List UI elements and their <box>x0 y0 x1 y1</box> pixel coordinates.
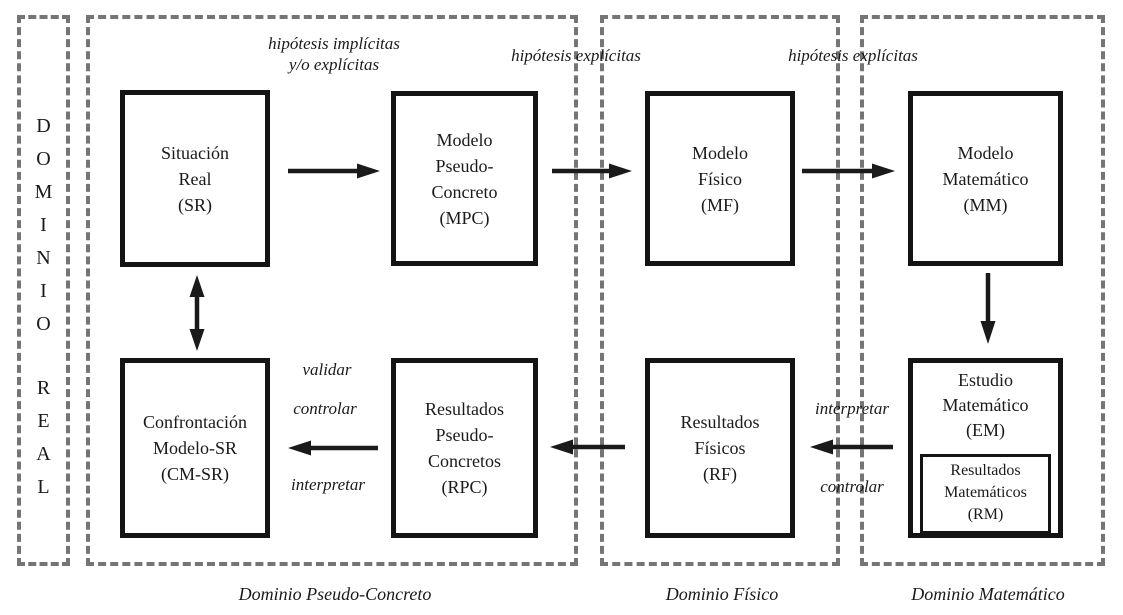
node-line: Matemático <box>942 168 1029 189</box>
domain-pseudo-concreto-box <box>86 15 578 566</box>
label-interpretar-left: interpretar <box>291 475 365 494</box>
vletter: M <box>34 181 53 203</box>
node-line: Resultados <box>425 399 504 419</box>
node-resultados-fisicos: Resultados Físicos (RF) <box>645 358 795 538</box>
label-hipotesis-implicitas: hipótesis implícitas y/o explícitas <box>268 33 400 75</box>
node-modelo-pseudo-concreto: Modelo Pseudo- Concreto (MPC) <box>391 91 538 266</box>
node-line: Matemáticos <box>944 484 1027 501</box>
node-confrontacion-modelo-sr: Confrontación Modelo-SR (CM-SR) <box>120 358 270 538</box>
node-resultados-pseudo-concretos: Resultados Pseudo- Concretos (RPC) <box>391 358 538 538</box>
node-line: Situación <box>161 142 229 163</box>
node-line: (MPC) <box>439 207 490 228</box>
node-line: Real <box>178 168 212 189</box>
vletter: O <box>36 313 51 335</box>
label-line: y/o explícitas <box>288 55 380 74</box>
domain-matematico-box <box>860 15 1105 566</box>
node-line: Estudio <box>957 370 1013 390</box>
label-controlar-left: controlar <box>293 399 357 418</box>
label-interpretar-right: interpretar <box>815 399 889 418</box>
label-validar: validar <box>302 360 352 379</box>
node-line: Resultados <box>680 412 760 432</box>
node-line: (MF) <box>700 194 739 215</box>
domain-real-vertical-label: D O M I N I O R E A L <box>17 110 70 504</box>
node-line: Concreto <box>431 181 498 202</box>
vletter: A <box>36 443 51 465</box>
node-line: Pseudo- <box>435 425 494 445</box>
vletter: L <box>37 476 50 498</box>
node-modelo-matematico: Modelo Matemático (MM) <box>908 91 1063 266</box>
node-line: Modelo <box>957 142 1014 163</box>
node-line: Confrontación <box>143 412 247 432</box>
node-line: Modelo <box>692 142 748 163</box>
vletter: N <box>36 247 51 269</box>
label-line: hipótesis implícitas <box>268 34 400 53</box>
caption-dominio-fisico: Dominio Físico <box>665 584 779 604</box>
node-line: Modelo-SR <box>152 438 237 458</box>
node-line: Físicos <box>694 438 746 458</box>
node-line: (RPC) <box>441 477 488 497</box>
node-modelo-fisico: Modelo Físico (MF) <box>645 91 795 266</box>
label-controlar-right: controlar <box>820 477 884 496</box>
domain-real-box <box>17 15 70 566</box>
node-line: (EM) <box>966 420 1005 440</box>
node-situacion-real: Situación Real (SR) <box>120 90 270 267</box>
node-line: (RF) <box>702 464 737 484</box>
label-hipotesis-explicitas-1: hipótesis explícitas <box>511 46 641 65</box>
vletter: E <box>37 410 50 432</box>
node-line: Concretos <box>428 451 501 471</box>
caption-dominio-matematico: Dominio Matemático <box>911 584 1065 604</box>
node-line: Modelo <box>436 129 493 150</box>
vletter: I <box>40 214 47 236</box>
node-line: Físico <box>697 168 742 189</box>
node-line: Pseudo- <box>435 155 494 176</box>
vletter: O <box>36 148 51 170</box>
vletter-word-gap <box>17 341 70 372</box>
caption-dominio-pseudo-concreto: Dominio Pseudo-Concreto <box>238 584 432 604</box>
node-estudio-matematico: Estudio Matemático (EM) Resultados Matem… <box>908 358 1063 538</box>
vletter: R <box>36 377 51 399</box>
node-line: (MM) <box>963 194 1008 215</box>
node-resultados-matematicos: Resultados Matemáticos (RM) <box>920 454 1051 534</box>
node-line: Matemático <box>942 395 1029 415</box>
node-line: Resultados <box>950 462 1021 479</box>
domain-fisico-box <box>600 15 840 566</box>
vletter: D <box>36 115 51 137</box>
node-line: (SR) <box>177 194 212 215</box>
vletter: I <box>40 280 47 302</box>
node-line: (CM-SR) <box>160 464 229 484</box>
node-line: (RM) <box>967 506 1004 523</box>
label-hipotesis-explicitas-2: hipótesis explícitas <box>788 46 918 65</box>
